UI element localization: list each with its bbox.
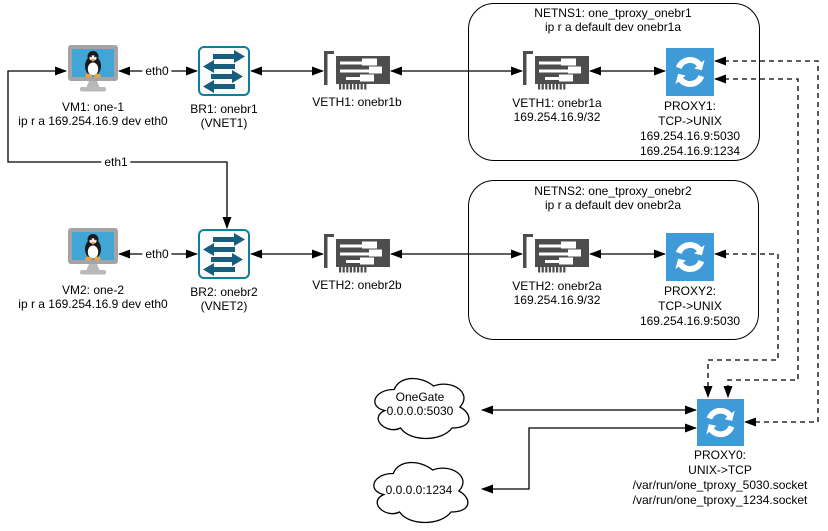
eth0-edge-label-vm2: eth0 <box>142 247 172 261</box>
proxy1-sync-proxy-icon <box>666 48 714 96</box>
veth2a-label: VETH2: onebr2a 169.254.16.9/32 <box>512 279 602 307</box>
veth2b-network-card-icon <box>324 234 390 276</box>
edge-vm1-eth1-br2 <box>7 66 232 229</box>
edge-cloud1234-proxy0 <box>481 423 697 494</box>
proxy2-label: PROXY2: TCP->UNIX 169.254.16.9:5030 <box>639 284 741 328</box>
br1-label: BR1: onebr1 (VNET1) <box>190 102 258 130</box>
vm1-linux-monitor-icon <box>67 45 119 93</box>
netns1-title: NETNS1: one_tproxy_onebr1 ip r a default… <box>534 6 692 34</box>
eth0-edge-label-vm1: eth0 <box>142 64 172 78</box>
netns2-title: NETNS2: one_tproxy_onebr2 ip r a default… <box>534 184 692 212</box>
onegate-label: OneGate 0.0.0.0:5030 <box>386 390 454 418</box>
edge-proxy1-proxy0-dashed-a <box>714 56 819 427</box>
veth1b-network-card-icon <box>324 51 390 93</box>
veth2a-network-card-icon <box>523 234 589 276</box>
proxy1-label: PROXY1: TCP->UNIX 169.254.16.9:5030 169.… <box>639 99 741 158</box>
veth1a-network-card-icon <box>523 51 589 93</box>
veth1a-label: VETH1: onebr1a 169.254.16.9/32 <box>512 96 602 124</box>
proxy0-sync-proxy-icon <box>697 399 744 446</box>
br2-label: BR2: onebr2 (VNET2) <box>190 285 258 313</box>
proxy2-sync-proxy-icon <box>666 233 714 281</box>
edge-proxy1-proxy0-dashed-b <box>714 74 799 398</box>
veth1b-label: VETH1: onebr1b <box>312 95 402 109</box>
veth2b-label: VETH2: onebr2b <box>312 278 402 292</box>
br1-bridge-switch-icon <box>198 46 250 96</box>
eth1-edge-label-vm1: eth1 <box>101 155 131 169</box>
vm1-label: VM1: one-1 ip r a 169.254.16.9 dev eth0 <box>18 100 168 128</box>
vm2-linux-monitor-icon <box>67 228 119 276</box>
vm2-label: VM2: one-2 ip r a 169.254.16.9 dev eth0 <box>18 283 168 311</box>
proxy0-label: PROXY0: UNIX->TCP /var/run/one_tproxy_50… <box>632 448 808 507</box>
br2-bridge-switch-icon <box>198 229 250 279</box>
cloud1234-label: 0.0.0.0:1234 <box>385 483 453 497</box>
